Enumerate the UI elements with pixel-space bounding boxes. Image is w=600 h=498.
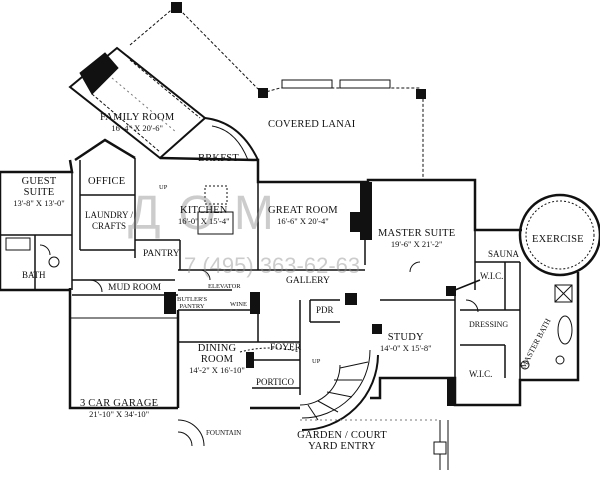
sauna-name: SAUNA xyxy=(488,249,520,259)
master-suite-dim: 19'-6" X 21'-2" xyxy=(390,239,443,249)
label-dining-room: DINING ROOM 14'-2" X 16'-10" xyxy=(188,343,246,376)
main-stair xyxy=(299,349,379,431)
watermark-phone: 7 (495) 363-62-63 xyxy=(184,253,361,278)
label-wic-bottom: W.I.C. xyxy=(469,369,492,380)
bath-guest-name: BATH xyxy=(22,270,46,280)
covered-lanai-outline xyxy=(129,2,426,180)
label-exercise: EXERCISE xyxy=(532,234,584,245)
label-dressing: DRESSING xyxy=(469,319,508,330)
family-room-wing xyxy=(68,46,207,160)
label-kitchen: KITCHEN 16'-0" X 15'-4" xyxy=(178,205,230,227)
label-guest-suite: GUEST SUITE 13'-8" X 13'-0" xyxy=(7,176,71,209)
label-elevator: ELEVATOR xyxy=(208,283,241,290)
dining-room-dim: 14'-2" X 16'-10" xyxy=(189,365,245,375)
garden-name: GARDEN / COURT YARD ENTRY xyxy=(297,430,387,452)
elevator-name: ELEVATOR xyxy=(208,283,241,290)
label-family-room: FAMILY ROOM 16'-4" X 20'-6" xyxy=(100,112,174,134)
dining-room-name: DINING ROOM xyxy=(197,343,237,365)
label-study: STUDY 14'-0" X 15'-8" xyxy=(380,332,432,354)
kitchen-dim: 16'-0" X 15'-4" xyxy=(178,216,230,226)
study-name: STUDY xyxy=(387,332,424,343)
interior-walls xyxy=(0,158,521,395)
foyer-name: FOYER xyxy=(270,343,302,353)
label-fountain: FOUNTAIN xyxy=(206,430,241,437)
mud-room-name: MUD ROOM xyxy=(108,283,162,293)
foyer-up-text: UP xyxy=(312,358,321,365)
label-office: OFFICE xyxy=(88,176,125,187)
label-gallery: GALLERY xyxy=(286,276,330,287)
wic-top-name: W.I.C. xyxy=(480,271,504,281)
label-sauna: SAUNA xyxy=(488,249,519,260)
label-garden: GARDEN / COURT YARD ENTRY xyxy=(282,430,402,452)
label-wine: WINE xyxy=(230,301,247,308)
exercise-room-shape xyxy=(518,193,600,277)
label-covered-lanai: COVERED LANAI xyxy=(268,119,355,130)
label-portico: PORTICO xyxy=(256,377,294,388)
fountain-name: FOUNTAIN xyxy=(206,429,242,437)
family-room-dim: 16'-4" X 20'-6" xyxy=(111,123,163,133)
label-laundry: LAUNDRY / CRAFTS xyxy=(84,210,134,232)
label-garage: 3 CAR GARAGE 21'-10" X 34'-10" xyxy=(80,398,158,420)
label-pdr: PDR xyxy=(316,305,334,316)
kitchen-name: KITCHEN xyxy=(180,205,228,216)
laundry-name: LAUNDRY / CRAFTS xyxy=(85,210,133,231)
label-great-room: GREAT ROOM 16'-6" X 20'-4" xyxy=(268,205,338,227)
wine-name: WINE xyxy=(230,301,247,308)
master-suite-name: MASTER SUITE xyxy=(378,228,456,239)
label-mud-room: MUD ROOM xyxy=(108,283,161,294)
great-room-dim: 16'-6" X 20'-4" xyxy=(277,216,329,226)
garage-name: 3 CAR GARAGE xyxy=(80,398,159,409)
butlers-pantry-name: BUTLER'S PANTRY xyxy=(177,296,208,310)
guest-suite-dim: 13'-8" X 13'-0" xyxy=(13,198,65,208)
portico-name: PORTICO xyxy=(256,377,294,387)
garage-dim: 21'-10" X 34'-10" xyxy=(89,409,150,419)
study-dim: 14'-0" X 15'-8" xyxy=(380,343,432,353)
guest-suite-name: GUEST SUITE xyxy=(21,176,57,198)
pantry-name: PANTRY xyxy=(143,249,180,259)
great-room-name: GREAT ROOM xyxy=(268,205,338,216)
label-foyer: FOYER xyxy=(270,343,301,354)
label-master-suite: MASTER SUITE 19'-6" X 21'-2" xyxy=(378,228,455,250)
watermark-brand: ДОМ xyxy=(128,187,292,240)
label-foyer-up: UP xyxy=(312,358,320,365)
label-office-up: UP xyxy=(159,184,167,191)
brkfst-name: BRKFST xyxy=(198,153,239,164)
label-wic-top: W.I.C. xyxy=(480,271,503,282)
label-pantry: PANTRY xyxy=(143,249,180,260)
family-room-name: FAMILY ROOM xyxy=(100,112,175,123)
wall-blocks xyxy=(164,182,456,406)
covered-lanai-name: COVERED LANAI xyxy=(268,119,356,130)
exterior-walls xyxy=(0,138,580,410)
exercise-name: EXERCISE xyxy=(532,234,584,245)
pdr-name: PDR xyxy=(316,305,334,315)
label-butlers-pantry: BUTLER'S PANTRY xyxy=(177,296,207,310)
label-bath-guest: BATH xyxy=(22,270,46,281)
gallery-name: GALLERY xyxy=(286,276,330,286)
dressing-name: DRESSING xyxy=(469,320,509,329)
label-brkfst: BRKFST xyxy=(198,153,239,164)
wic-bottom-name: W.I.C. xyxy=(469,369,493,379)
office-up-text: UP xyxy=(159,184,168,191)
office-name: OFFICE xyxy=(88,176,126,187)
